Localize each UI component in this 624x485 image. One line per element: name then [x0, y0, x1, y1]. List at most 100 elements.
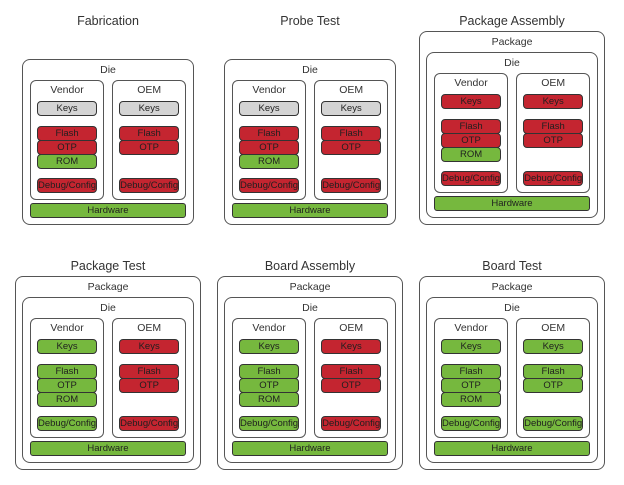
vendor-column: Vendor Keys Flash OTP ROM Debug/Config: [434, 73, 509, 193]
die-columns: Vendor Keys Flash OTP ROM Debug/Config O…: [232, 318, 389, 438]
vendor-keys-box: Keys: [441, 94, 502, 109]
vendor-memory-group: Flash OTP ROM: [239, 126, 300, 169]
vendor-flash-box: Flash: [441, 364, 502, 379]
stage-title: Board Assembly: [264, 259, 356, 273]
package-box: Package Die Vendor Keys Flash OTP ROM De…: [419, 276, 605, 470]
oem-label: OEM: [137, 322, 162, 334]
oem-label: OEM: [541, 322, 566, 334]
oem-memory-group: Flash OTP: [119, 364, 180, 393]
oem-column: OEM Keys Flash OTP Debug/Config: [516, 73, 591, 193]
vendor-debug-config-box: Debug/Config: [37, 178, 98, 193]
vendor-memory-group: Flash OTP ROM: [441, 119, 502, 162]
oem-debug-config-box: Debug/Config: [523, 171, 584, 186]
die-label: Die: [504, 57, 520, 69]
oem-debug-config-box: Debug/Config: [119, 178, 180, 193]
package-label: Package: [491, 281, 533, 293]
die-label: Die: [100, 64, 116, 76]
vendor-label: Vendor: [454, 322, 488, 334]
vendor-rom-box: ROM: [37, 154, 98, 169]
oem-flash-box: Flash: [523, 119, 584, 134]
oem-column: OEM Keys Flash OTP Debug/Config: [112, 80, 187, 200]
oem-otp-box: OTP: [523, 133, 584, 148]
hardware-bar: Hardware: [434, 441, 590, 456]
vendor-label: Vendor: [50, 322, 84, 334]
vendor-otp-box: OTP: [441, 378, 502, 393]
oem-flash-box: Flash: [321, 364, 382, 379]
oem-keys-box: Keys: [523, 94, 584, 109]
vendor-rom-box: ROM: [239, 154, 300, 169]
package-label: Package: [491, 36, 533, 48]
oem-keys-box: Keys: [119, 339, 180, 354]
oem-debug-config-box: Debug/Config: [523, 416, 584, 431]
vendor-rom-box: ROM: [441, 147, 502, 162]
package-box: Package Die Vendor Keys Flash OTP ROM De…: [22, 59, 194, 225]
package-label: Package: [87, 281, 129, 293]
die-columns: Vendor Keys Flash OTP ROM Debug/Config O…: [434, 73, 591, 193]
oem-label: OEM: [137, 84, 162, 96]
stage-title: Probe Test: [280, 14, 340, 28]
vendor-flash-box: Flash: [37, 364, 98, 379]
vendor-label: Vendor: [252, 84, 286, 96]
stage-package-test: Package Test Package Die Vendor Keys Fla…: [10, 255, 206, 470]
package-label: Package: [289, 281, 331, 293]
stages-grid: Fabrication Package Die Vendor Keys Flas…: [10, 10, 605, 470]
oem-label: OEM: [339, 84, 364, 96]
vendor-keys-box: Keys: [239, 101, 300, 116]
oem-otp-box: OTP: [119, 378, 180, 393]
vendor-otp-box: OTP: [239, 140, 300, 155]
vendor-column: Vendor Keys Flash OTP ROM Debug/Config: [30, 80, 105, 200]
vendor-column: Vendor Keys Flash OTP ROM Debug/Config: [30, 318, 105, 438]
hardware-bar: Hardware: [30, 441, 186, 456]
vendor-flash-box: Flash: [239, 126, 300, 141]
die-label: Die: [302, 302, 318, 314]
vendor-flash-box: Flash: [239, 364, 300, 379]
vendor-debug-config-box: Debug/Config: [441, 416, 502, 431]
vendor-keys-box: Keys: [37, 339, 98, 354]
oem-label: OEM: [541, 77, 566, 89]
package-box: Package Die Vendor Keys Flash OTP ROM De…: [217, 276, 403, 470]
stage-title: Package Assembly: [459, 14, 565, 28]
vendor-keys-box: Keys: [441, 339, 502, 354]
oem-label: OEM: [339, 322, 364, 334]
vendor-flash-box: Flash: [441, 119, 502, 134]
vendor-keys-box: Keys: [239, 339, 300, 354]
die-box: Die Vendor Keys Flash OTP ROM Debug/Conf…: [224, 297, 396, 463]
die-columns: Vendor Keys Flash OTP ROM Debug/Config O…: [232, 80, 389, 200]
oem-otp-box: OTP: [119, 140, 180, 155]
stage-title: Fabrication: [77, 14, 139, 28]
vendor-otp-box: OTP: [37, 378, 98, 393]
vendor-rom-box: ROM: [441, 392, 502, 407]
oem-otp-box: OTP: [321, 140, 382, 155]
oem-memory-group: Flash OTP: [523, 364, 584, 393]
vendor-memory-group: Flash OTP ROM: [37, 126, 98, 169]
package-box: Package Die Vendor Keys Flash OTP ROM De…: [15, 276, 201, 470]
stage-board-assembly: Board Assembly Package Die Vendor Keys F…: [212, 255, 408, 470]
oem-flash-box: Flash: [119, 364, 180, 379]
oem-flash-box: Flash: [119, 126, 180, 141]
oem-debug-config-box: Debug/Config: [321, 178, 382, 193]
vendor-rom-box: ROM: [37, 392, 98, 407]
die-columns: Vendor Keys Flash OTP ROM Debug/Config O…: [30, 80, 187, 200]
oem-keys-box: Keys: [523, 339, 584, 354]
stage-title: Board Test: [482, 259, 542, 273]
vendor-memory-group: Flash OTP ROM: [37, 364, 98, 407]
stage-fabrication: Fabrication Package Die Vendor Keys Flas…: [10, 10, 206, 225]
vendor-memory-group: Flash OTP ROM: [239, 364, 300, 407]
die-box: Die Vendor Keys Flash OTP ROM Debug/Conf…: [426, 297, 598, 463]
die-box: Die Vendor Keys Flash OTP ROM Debug/Conf…: [22, 59, 194, 225]
vendor-column: Vendor Keys Flash OTP ROM Debug/Config: [434, 318, 509, 438]
vendor-flash-box: Flash: [37, 126, 98, 141]
oem-column: OEM Keys Flash OTP Debug/Config: [314, 318, 389, 438]
vendor-debug-config-box: Debug/Config: [441, 171, 502, 186]
vendor-otp-box: OTP: [37, 140, 98, 155]
oem-flash-box: Flash: [523, 364, 584, 379]
oem-keys-box: Keys: [321, 101, 382, 116]
vendor-column: Vendor Keys Flash OTP ROM Debug/Config: [232, 80, 307, 200]
vendor-keys-box: Keys: [37, 101, 98, 116]
vendor-debug-config-box: Debug/Config: [239, 416, 300, 431]
stage-title: Package Test: [70, 259, 146, 273]
die-box: Die Vendor Keys Flash OTP ROM Debug/Conf…: [426, 52, 598, 218]
vendor-column: Vendor Keys Flash OTP ROM Debug/Config: [232, 318, 307, 438]
hardware-bar: Hardware: [434, 196, 590, 211]
vendor-debug-config-box: Debug/Config: [239, 178, 300, 193]
